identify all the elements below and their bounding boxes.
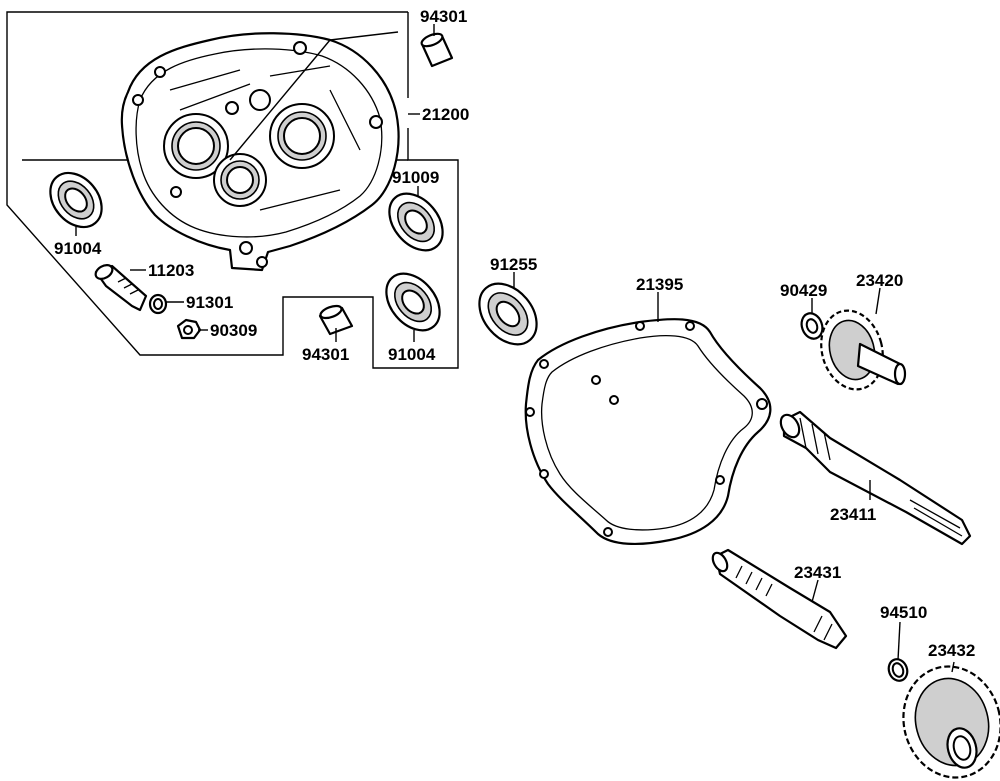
shaft-23411: [779, 410, 972, 546]
label-23420: 23420: [856, 271, 903, 290]
washer-91301: [148, 293, 168, 315]
bushing-94301-top: [420, 32, 454, 68]
gasket-21395: [524, 318, 772, 546]
label-94510: 94510: [880, 603, 927, 622]
gear-23432: [902, 665, 1000, 779]
label-90309: 90309: [210, 321, 257, 340]
label-91301: 91301: [186, 293, 233, 312]
bolt-11203: [94, 264, 148, 312]
bushing-94301-bottom: [318, 304, 354, 336]
bearing-91009: [388, 192, 444, 252]
oil-seal-91255: [478, 282, 538, 346]
label-94301-top: 94301: [420, 7, 467, 26]
label-23431: 23431: [794, 563, 841, 582]
bearing-91004-left: [49, 171, 103, 229]
transmission-case-cover: [120, 32, 400, 272]
label-91255: 91255: [490, 255, 537, 274]
leader-lines: [75, 24, 955, 673]
washer-90429: [800, 312, 824, 340]
label-23432: 23432: [928, 641, 975, 660]
shaft-23431: [711, 548, 848, 650]
gear-23420: [820, 309, 907, 391]
label-90429: 90429: [780, 281, 827, 300]
bearing-91004-right: [385, 272, 441, 332]
label-91004-left: 91004: [54, 239, 102, 258]
label-23411: 23411: [830, 505, 876, 524]
nut-90309: [176, 318, 202, 340]
label-94301-bottom: 94301: [302, 345, 349, 364]
label-91009: 91009: [392, 168, 439, 187]
label-21395: 21395: [636, 275, 683, 294]
circlip-94510: [887, 658, 909, 682]
label-11203: 11203: [148, 261, 194, 280]
part-labels: 94301 21200 91009 91004 11203 91301 9030…: [54, 7, 975, 660]
label-21200: 21200: [422, 105, 469, 124]
label-91004-right: 91004: [388, 345, 436, 364]
